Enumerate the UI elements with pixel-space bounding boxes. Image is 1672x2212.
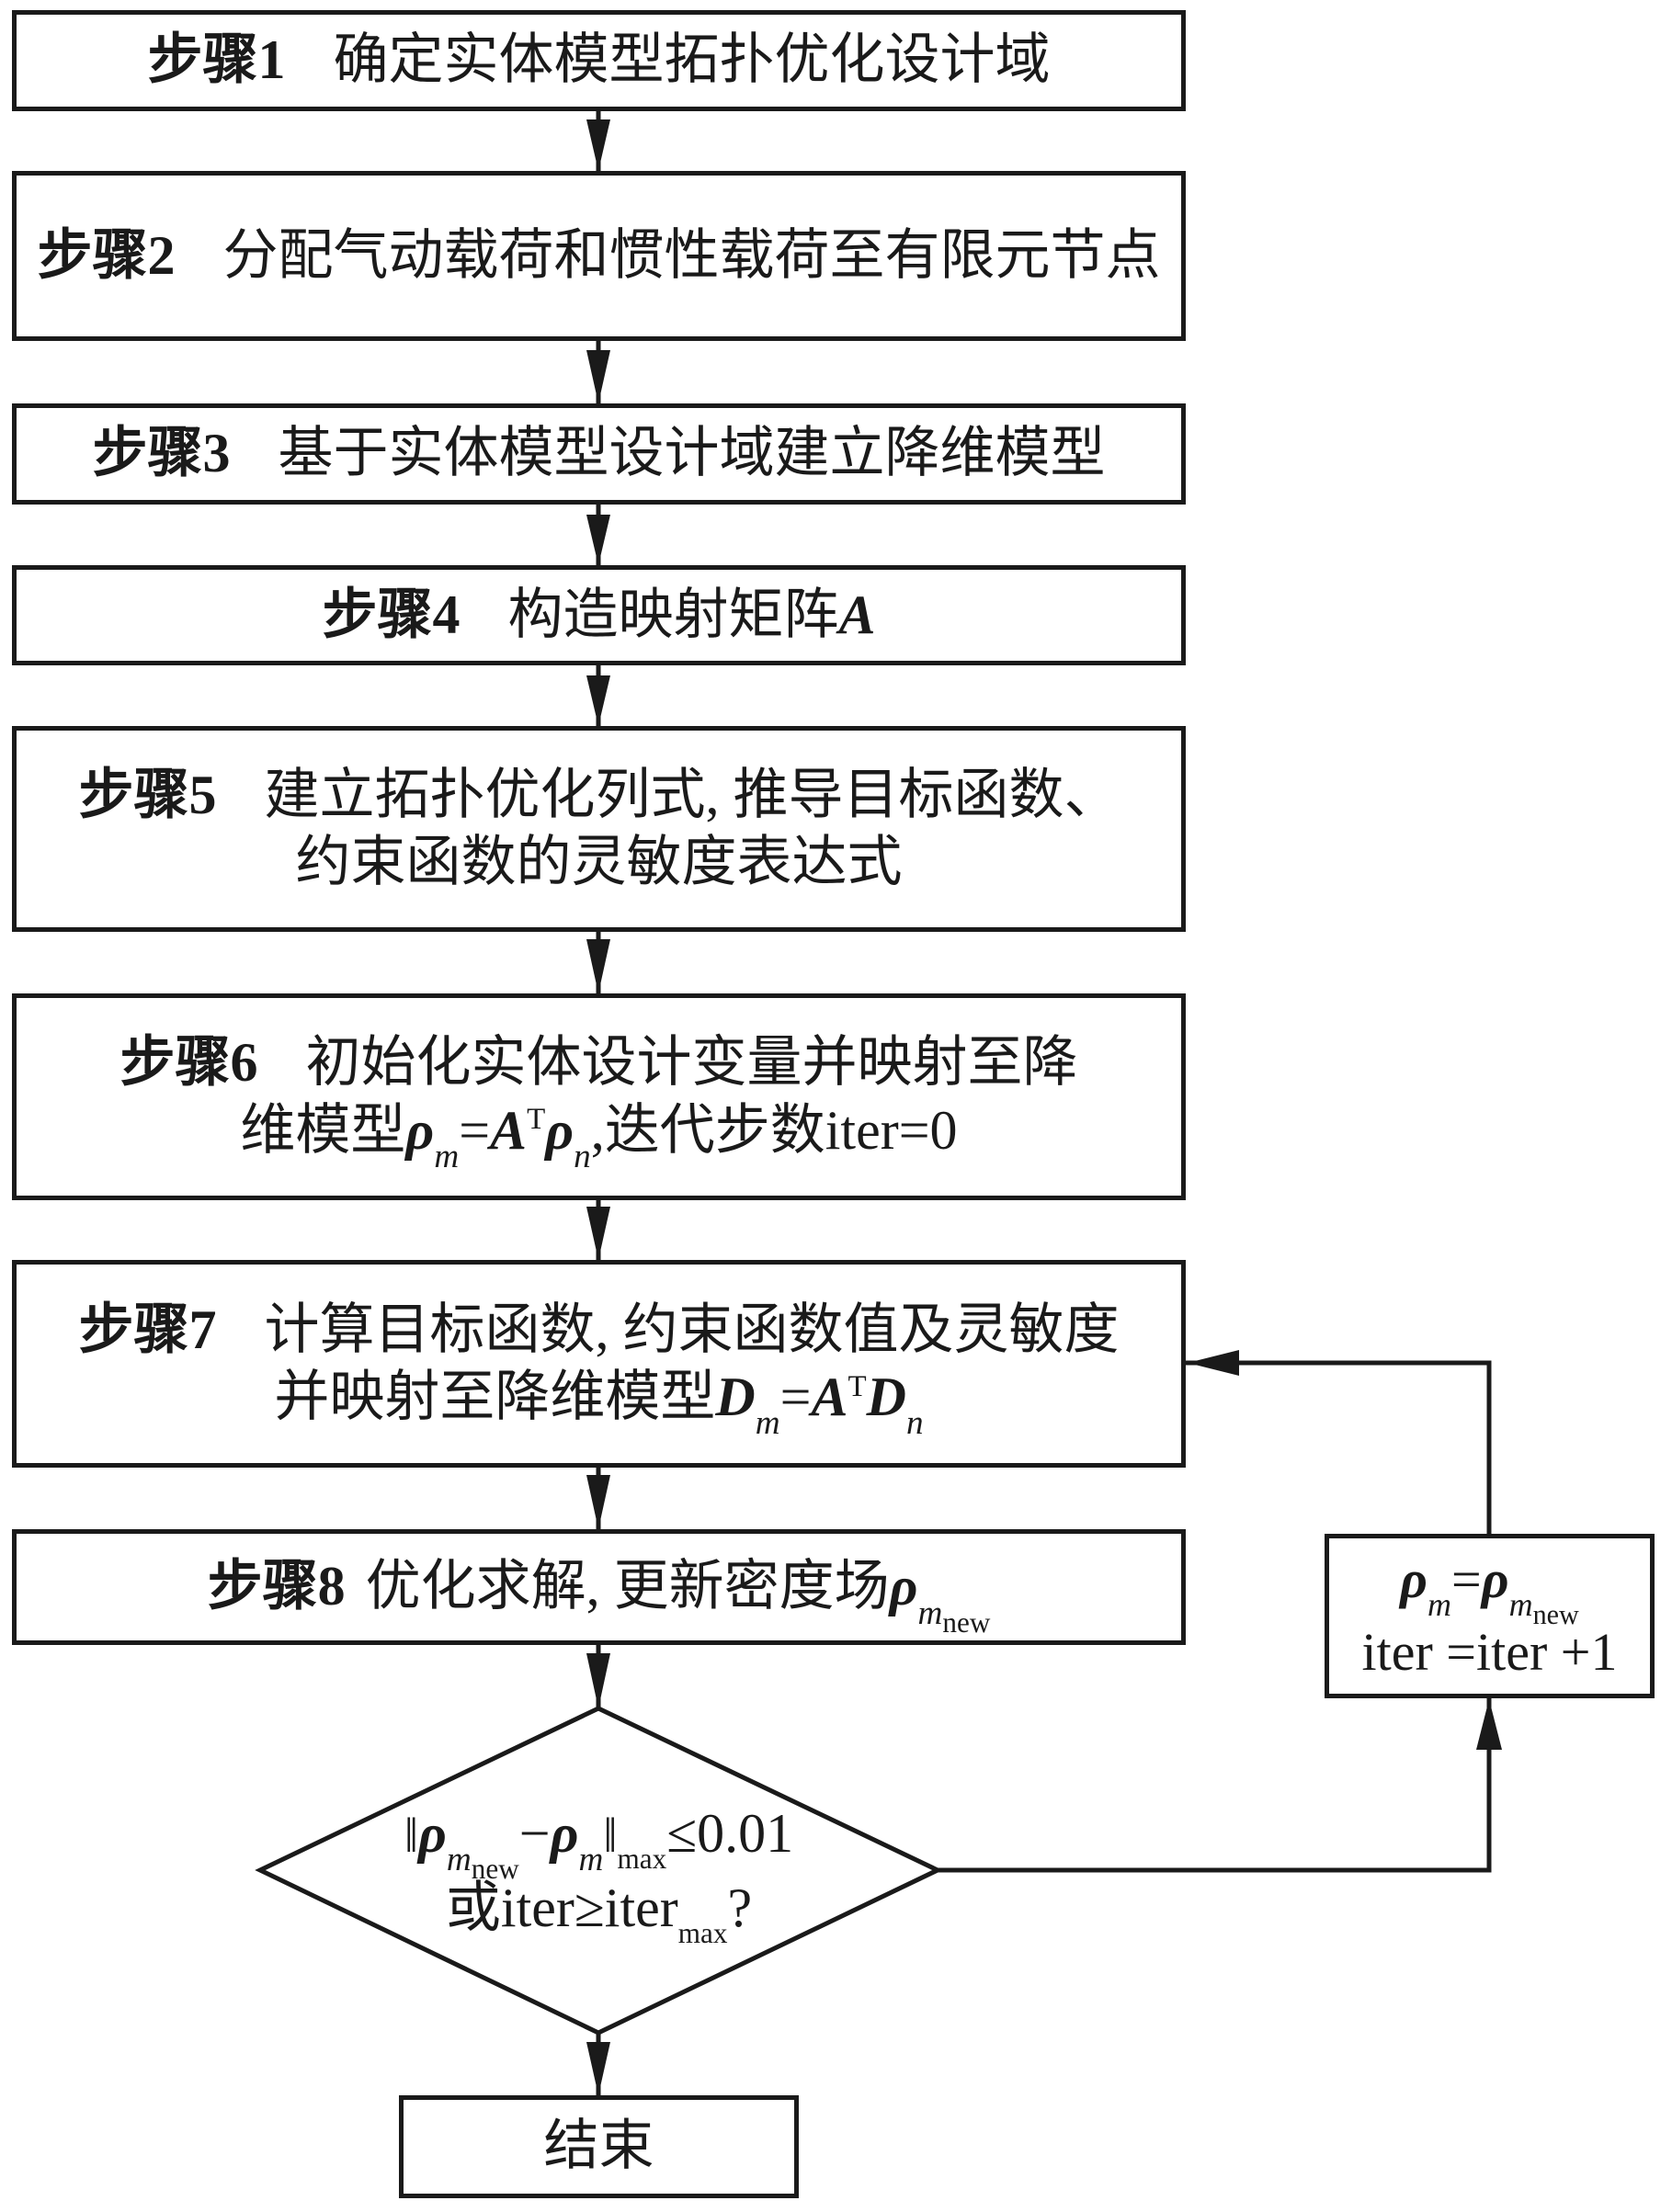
step-5-label: 步骤5 (78, 764, 217, 825)
matrix-a-symbol: A (838, 584, 876, 645)
rho-symbol: ρ (545, 1099, 574, 1161)
step-6-label: 步骤6 (119, 1032, 258, 1094)
step-1-label: 步骤1 (147, 29, 286, 91)
step-4-label: 步骤4 (322, 584, 461, 645)
step-5-line-2: 约束函数的灵敏度表达式 (295, 832, 903, 892)
step-3-label: 步骤3 (92, 423, 231, 484)
arrowhead-5-6 (586, 939, 610, 993)
subscript-m: m (917, 1594, 943, 1632)
step-1-desc: 确定实体模型拓扑优化设计域 (333, 29, 1051, 91)
step-8-label: 步骤8 (207, 1556, 346, 1617)
arrowhead-6-7 (586, 1207, 610, 1260)
step-8-box: 步骤8 优化求解, 更新密度场ρmnew (12, 1529, 1186, 1645)
step-1-text: 步骤1 确定实体模型拓扑优化设计域 (148, 27, 1051, 94)
decision-line-2: 或iter≥itermax? (445, 1871, 753, 1950)
tolerance-condition: ≤0.01 (666, 1802, 794, 1864)
subscript-max: max (677, 1917, 728, 1950)
equals-sign: = (459, 1099, 491, 1161)
decision-diamond (255, 1706, 943, 2036)
step-1-box: 步骤1 确定实体模型拓扑优化设计域 (12, 10, 1186, 111)
step-6-suffix: ,迭代步数iter=0 (590, 1099, 958, 1161)
arrowhead-into-update (1476, 1699, 1502, 1750)
decision-line-1: ‖ρmnew−ρm‖max≤0.01 (404, 1797, 794, 1886)
end-box: 结束 (399, 2095, 799, 2198)
subscript-m: m (1427, 1585, 1452, 1623)
step-5-box: 步骤5 建立拓扑优化列式, 推导目标函数、 约束函数的灵敏度表达式 (12, 726, 1186, 932)
decision-text: ‖ρmnew−ρm‖max≤0.01 或iter≥itermax? (260, 1708, 938, 2033)
end-label: 结束 (543, 2116, 654, 2177)
equals-sign: = (779, 1367, 812, 1427)
subscript-m: m (434, 1137, 460, 1175)
arrowhead-8-decision (586, 1653, 610, 1708)
step-6-line-1: 步骤6 初始化实体设计变量并映射至降 (120, 1029, 1078, 1096)
update-box: ρm=ρmnew iter =iter +1 (1325, 1534, 1655, 1698)
arrowhead-decision-end (586, 2042, 610, 2095)
arrowhead-into-step7 (1188, 1350, 1239, 1376)
subscript-new: new (942, 1606, 991, 1639)
step-5-desc-1: 建立拓扑优化列式, 推导目标函数、 (264, 764, 1120, 825)
step-2-label: 步骤2 (37, 224, 176, 286)
d-symbol: D (866, 1367, 906, 1427)
transpose-superscript: T (527, 1103, 546, 1137)
subscript-m: m (755, 1404, 780, 1443)
rho-symbol: ρ (417, 1802, 447, 1864)
matrix-a-symbol: A (490, 1099, 528, 1161)
arrowhead-2-3 (586, 350, 610, 403)
step-6-prefix: 维模型 (240, 1099, 406, 1161)
subscript-max: max (617, 1843, 667, 1876)
rho-symbol: ρ (1481, 1549, 1509, 1610)
question-mark: ? (727, 1877, 753, 1938)
arrowhead-3-4 (586, 515, 610, 565)
subscript-new: new (1532, 1598, 1579, 1630)
step-2-box: 步骤2 分配气动载荷和惯性载荷至有限元节点 (12, 171, 1186, 341)
step-2-desc: 分配气动载荷和惯性载荷至有限元节点 (222, 224, 1161, 286)
step-7-line-2: 并映射至降维模型Dm=ATDn (274, 1364, 923, 1442)
arrowhead-1-2 (586, 119, 610, 171)
subscript-m: m (578, 1840, 604, 1878)
d-symbol: D (715, 1367, 756, 1427)
minus-sign: − (518, 1802, 551, 1864)
step-3-desc: 基于实体模型设计域建立降维模型 (278, 423, 1106, 484)
step-6-desc-1: 初始化实体设计变量并映射至降 (305, 1032, 1078, 1094)
subscript-n: n (906, 1404, 924, 1443)
step-4-box: 步骤4 构造映射矩阵A (12, 565, 1186, 665)
subscript-m: m (446, 1840, 472, 1878)
step-5-line-1: 步骤5 建立拓扑优化列式, 推导目标函数、 (79, 762, 1120, 829)
connector-update-step7 (1186, 1360, 1492, 1534)
arrowhead-4-5 (586, 675, 610, 726)
step-7-prefix: 并映射至降维模型 (274, 1367, 716, 1427)
step-8-desc: 优化求解, 更新密度场 (365, 1556, 890, 1617)
update-line-1: ρm=ρmnew (1400, 1544, 1579, 1630)
step-3-text: 步骤3 基于实体模型设计域建立降维模型 (93, 420, 1106, 487)
rho-symbol: ρ (550, 1802, 579, 1864)
step-4-desc: 构造映射矩阵 (507, 584, 839, 645)
rho-symbol: ρ (1400, 1549, 1428, 1610)
step-7-label: 步骤7 (78, 1299, 217, 1360)
step-4-text: 步骤4 构造映射矩阵A (322, 582, 875, 649)
step-6-line-2: 维模型ρm=ATρn,迭代步数iter=0 (240, 1097, 958, 1175)
norm-close: ‖ (603, 1807, 618, 1863)
iteration-condition: 或iter≥iter (445, 1877, 678, 1938)
step-7-line-1: 步骤7 计算目标函数, 约束函数值及灵敏度 (79, 1297, 1120, 1364)
connector-decision-update (938, 1697, 1492, 1873)
rho-symbol: ρ (405, 1099, 435, 1161)
transpose-superscript: T (847, 1369, 867, 1403)
matrix-a-symbol: A (811, 1367, 848, 1427)
step-2-text: 步骤2 分配气动载荷和惯性载荷至有限元节点 (38, 222, 1161, 289)
arrowhead-7-8 (586, 1475, 610, 1529)
norm-open: ‖ (404, 1807, 418, 1863)
rho-symbol: ρ (889, 1556, 918, 1617)
step-3-box: 步骤3 基于实体模型设计域建立降维模型 (12, 403, 1186, 505)
equals-sign: = (1451, 1549, 1482, 1610)
subscript-n: n (574, 1137, 591, 1175)
subscript-m: m (1508, 1585, 1533, 1623)
subscript-new: new (471, 1853, 519, 1886)
step-7-desc-1: 计算目标函数, 约束函数值及灵敏度 (264, 1299, 1120, 1360)
update-line-2: iter =iter +1 (1361, 1621, 1618, 1682)
step-8-text: 步骤8 优化求解, 更新密度场ρmnew (207, 1553, 991, 1639)
